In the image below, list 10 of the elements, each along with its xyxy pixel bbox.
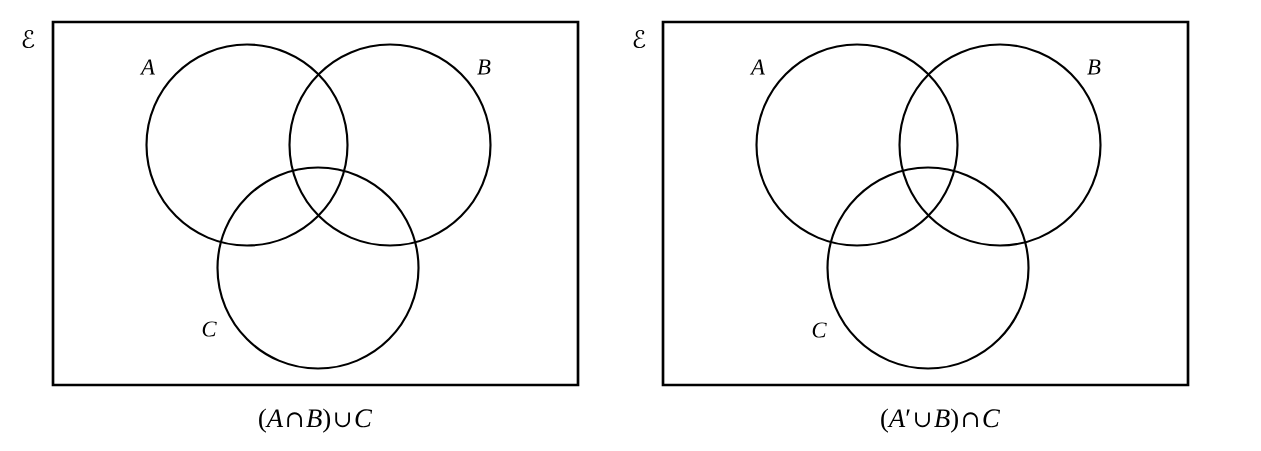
set-label: B bbox=[1087, 59, 1101, 75]
universal-set-symbol: ℰ bbox=[22, 29, 35, 49]
expression-label: (A′∪B)∩C bbox=[881, 408, 1000, 433]
set-label: C bbox=[812, 322, 827, 338]
set-label: C bbox=[202, 321, 217, 337]
universal-set-symbol: ℰ bbox=[633, 29, 646, 49]
expression-label: (A∩B)∪C bbox=[259, 408, 373, 433]
set-label: A bbox=[749, 59, 765, 75]
set-label: A bbox=[139, 59, 155, 75]
set-label: B bbox=[477, 59, 491, 75]
